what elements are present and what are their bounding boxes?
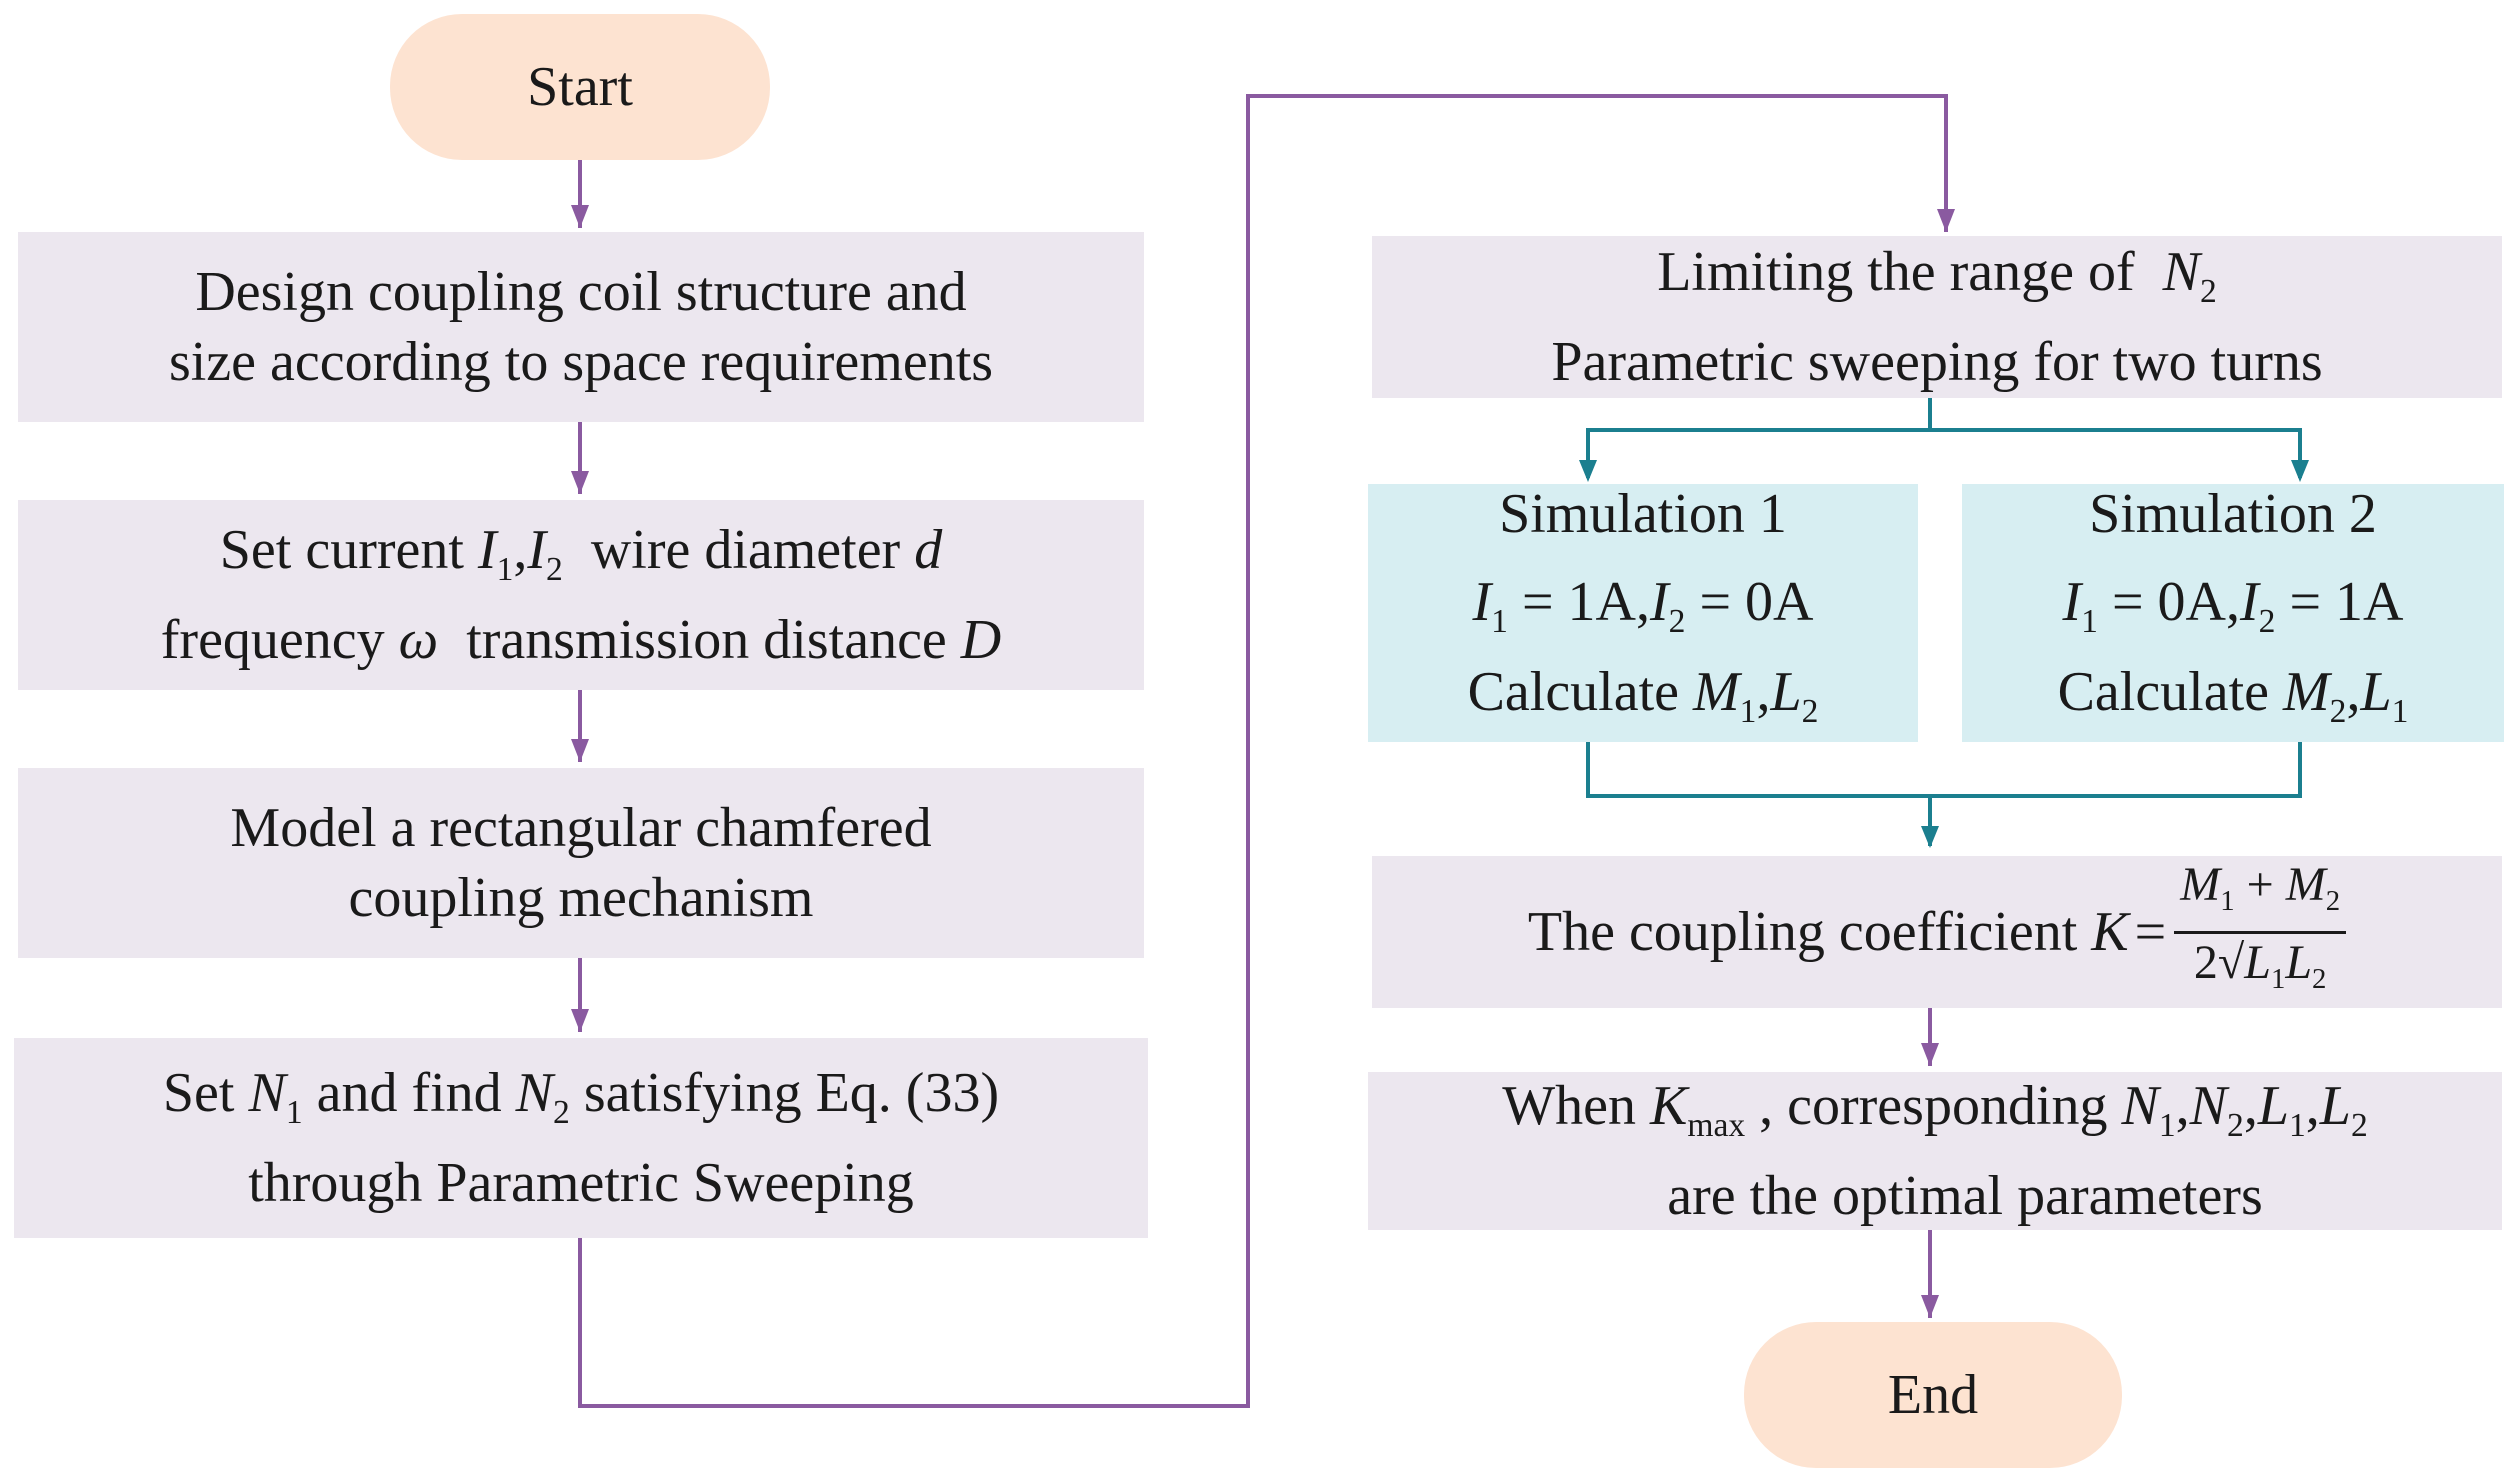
- distance-symbol: D: [960, 608, 1002, 671]
- set-current-step: Set current I1,I2 wire diameter d freque…: [18, 500, 1144, 690]
- limit-line-2: Parametric sweeping for two turns: [1551, 330, 2323, 393]
- coupling-coefficient-step: The coupling coefficient K = M1 + M2 2√L…: [1372, 856, 2502, 1008]
- sim2-conditions: I1 = 0A,I2 = 1A: [2062, 571, 2404, 640]
- simulation-1-box: Simulation 1 I1 = 1A,I2 = 0A Calculate M…: [1368, 483, 1918, 742]
- design-line-1: Design coupling coil structure and: [195, 261, 967, 323]
- start-label: Start: [527, 56, 633, 118]
- coef-denominator: 2√L1L2: [2188, 930, 2333, 1008]
- current-i1: I1: [477, 519, 514, 588]
- start-terminal: Start: [390, 14, 770, 160]
- coef-fraction: M1 + M2 2√L1L2: [2174, 856, 2347, 1008]
- optimal-line-2: are the optimal parameters: [1667, 1164, 2263, 1227]
- set-n1-line-2: through Parametric Sweeping: [248, 1151, 914, 1214]
- set-n1-step: Set N1 and find N2 satisfying Eq. (33) t…: [14, 1038, 1148, 1238]
- model-step: Model a rectangular chamfered coupling m…: [18, 768, 1144, 958]
- limit-range-step: Limiting the range of N2 Parametric swee…: [1372, 236, 2502, 398]
- end-terminal: End: [1744, 1322, 2122, 1468]
- sim1-title: Simulation 1: [1499, 483, 1787, 546]
- model-line-1: Model a rectangular chamfered: [230, 797, 932, 859]
- set-n1-line-1: Set N1 and find N2 satisfying Eq. (33): [162, 1062, 1000, 1131]
- wire-diameter-symbol: d: [914, 519, 943, 582]
- sim2-title: Simulation 2: [2089, 483, 2377, 546]
- sim2-calculate: Calculate M2,L1: [2057, 661, 2409, 730]
- branch-merge: [1586, 742, 2302, 846]
- set-current-line-2: frequency ω transmission distance D: [160, 608, 1002, 671]
- design-line-2: size according to space requirements: [168, 331, 994, 393]
- current-i2: I2: [527, 519, 563, 588]
- sim1-conditions: I1 = 1A,I2 = 0A: [1472, 571, 1814, 640]
- optimal-parameters-step: When Kmax , corresponding N1,N2,L1,L2 ar…: [1368, 1072, 2502, 1230]
- loop-connector: [578, 94, 1948, 1408]
- model-line-2: coupling mechanism: [348, 867, 814, 929]
- set-current-line-1: Set current I1,I2 wire diameter d: [219, 519, 943, 588]
- design-coil-step: Design coupling coil structure and size …: [18, 232, 1144, 422]
- coef-text: The coupling coefficient: [1527, 901, 2078, 963]
- end-label: End: [1887, 1364, 1979, 1426]
- simulation-2-box: Simulation 2 I1 = 0A,I2 = 1A Calculate M…: [1962, 483, 2504, 742]
- branch-split: [1586, 398, 2302, 478]
- sim1-calculate: Calculate M1,L2: [1467, 661, 1819, 730]
- optimal-line-1: When Kmax , corresponding N1,N2,L1,L2: [1502, 1075, 2368, 1144]
- coef-numerator: M1 + M2: [2174, 856, 2347, 934]
- coef-k: K: [2091, 901, 2129, 963]
- limit-line-1: Limiting the range of N2: [1657, 241, 2217, 310]
- frequency-symbol: ω: [398, 608, 439, 671]
